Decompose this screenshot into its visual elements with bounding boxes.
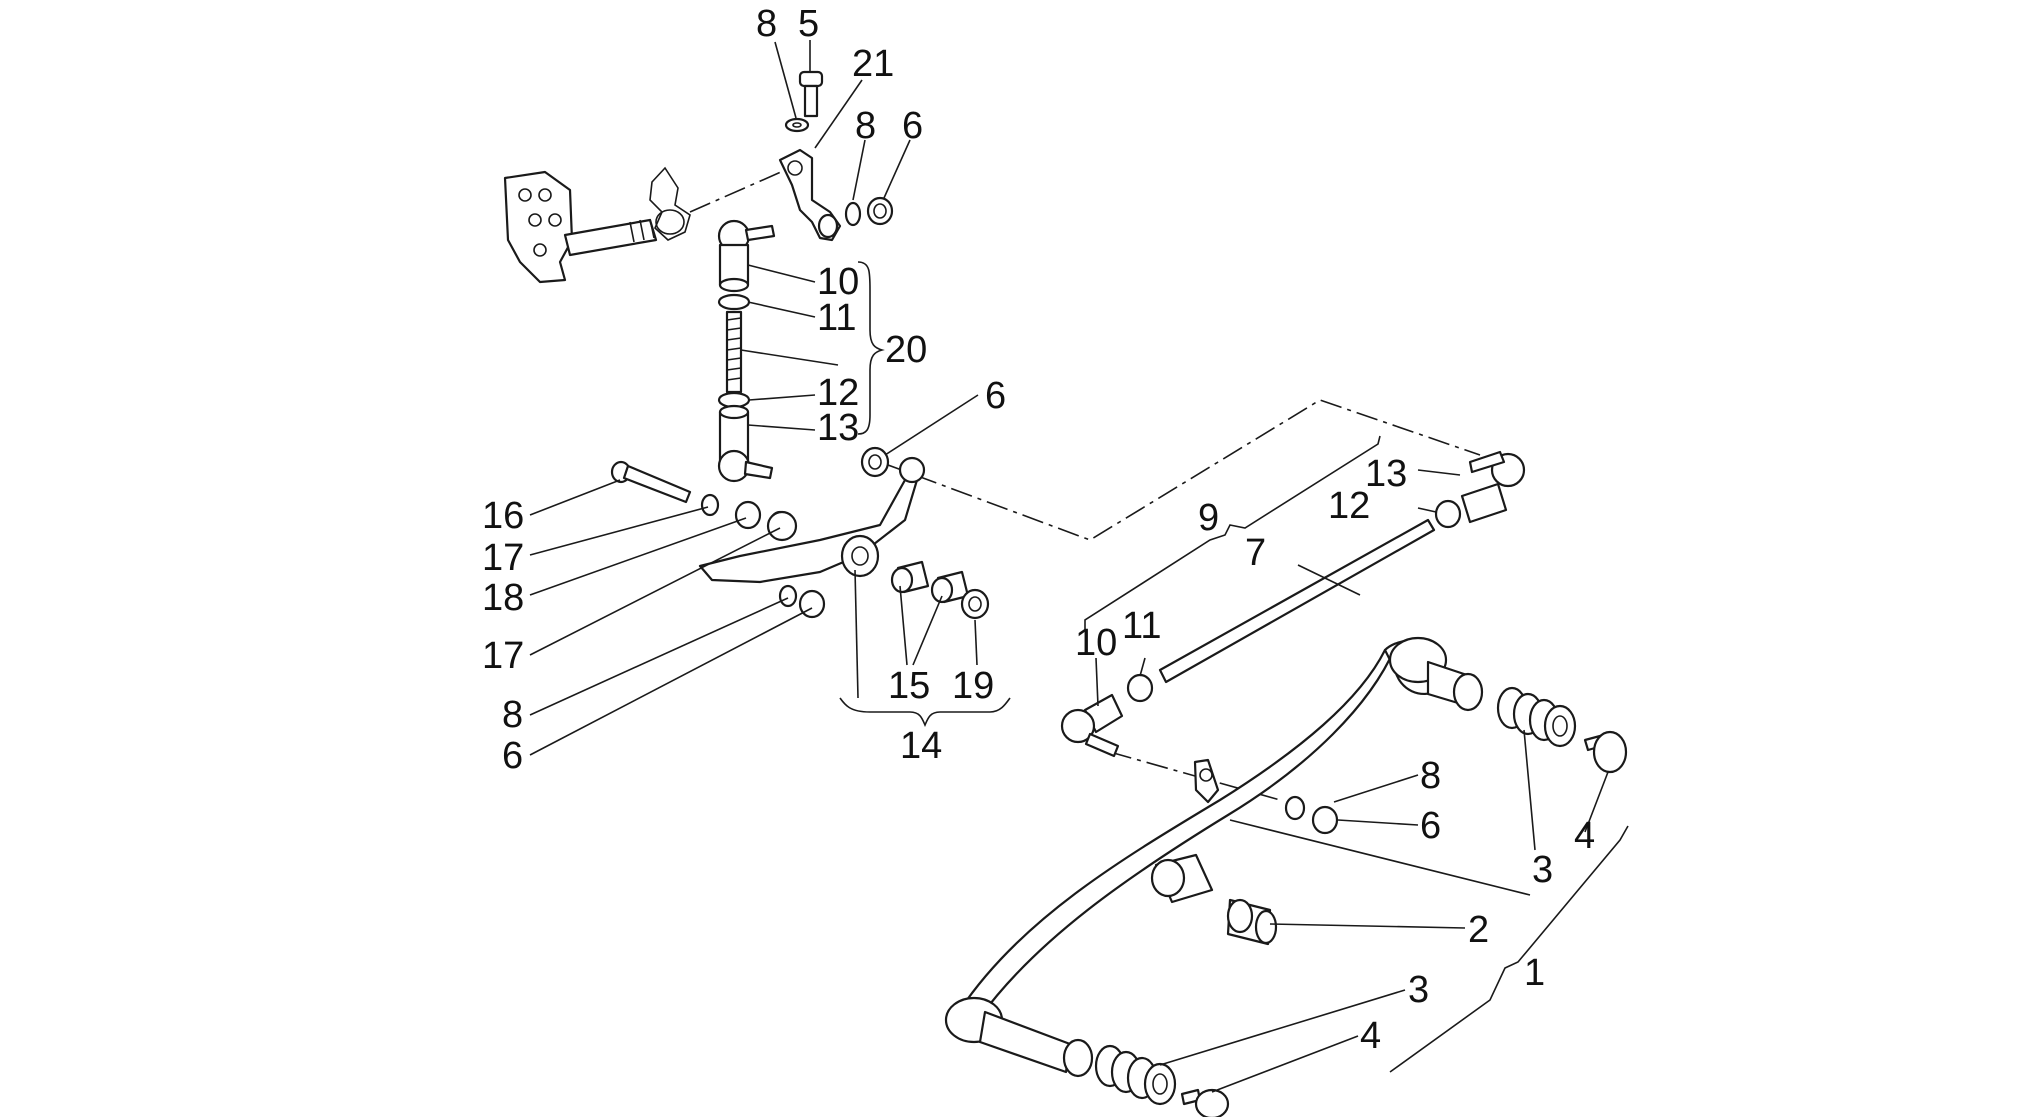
assembly-lines [689, 167, 1481, 801]
threaded-rod [725, 310, 743, 394]
pedal-rubber-upper [1496, 686, 1577, 748]
pedal-nut-washer [1284, 795, 1339, 835]
callout-3-bottom: 3 [1408, 969, 1429, 1011]
right-locknut-upper [1434, 499, 1462, 529]
right-locknut-lower [1126, 673, 1154, 703]
right-ball-joint-upper [1460, 450, 1526, 524]
callout-8-right: 8 [1420, 755, 1441, 797]
callout-17-b: 17 [482, 635, 524, 677]
rocker-bushings [890, 560, 970, 604]
gearbox-shaft-assembly [503, 170, 658, 284]
callout-16: 16 [482, 495, 524, 537]
callout-8-left: 8 [502, 694, 523, 736]
leader-lines [529, 40, 1629, 1093]
foot-lever [944, 636, 1484, 1078]
rocker-lever [698, 456, 926, 584]
upper-ball-joint [717, 219, 776, 293]
return-spring [649, 166, 691, 241]
callout-6-right: 6 [1420, 805, 1441, 847]
callout-4-bottom: 4 [1360, 1015, 1381, 1057]
upper-nut-washer [844, 196, 894, 227]
callout-14: 14 [900, 725, 942, 767]
callout-19: 19 [952, 665, 994, 707]
washer [784, 117, 810, 133]
callout-8-nut: 8 [855, 105, 876, 147]
shift-rod [1158, 518, 1436, 684]
callout-11-right: 11 [1122, 605, 1161, 647]
callout-12-right: 12 [1328, 485, 1370, 527]
pedal-cap-upper [1583, 730, 1628, 774]
pedal-rubber-lower [1094, 1044, 1177, 1106]
callout-13-top: 13 [817, 407, 859, 449]
callout-9: 9 [1198, 497, 1219, 539]
callout-17-a: 17 [482, 537, 524, 579]
callout-20: 20 [885, 329, 927, 371]
upper-lever [778, 148, 842, 242]
callout-2: 2 [1468, 909, 1489, 951]
callout-21: 21 [852, 43, 894, 85]
callout-12-top: 12 [817, 372, 859, 414]
right-ball-joint-lower [1060, 693, 1124, 758]
rocker-end-nut [960, 588, 990, 620]
callout-6-nut: 6 [902, 105, 923, 147]
callout-10-right: 10 [1075, 622, 1117, 664]
lower-ball-joint [717, 404, 774, 483]
pedal-pivot-bush [1150, 853, 1278, 946]
callout-7: 7 [1245, 532, 1266, 574]
callout-4-top: 4 [1574, 815, 1595, 857]
callout-1: 1 [1524, 952, 1545, 994]
callout-11-top: 11 [817, 297, 856, 339]
callout-8-top: 8 [756, 3, 777, 45]
upper-locknut [717, 293, 751, 311]
pedal-cap-lower [1180, 1088, 1230, 1117]
callout-3-top: 3 [1532, 849, 1553, 891]
callout-18: 18 [482, 577, 524, 619]
callout-6-mid: 6 [985, 375, 1006, 417]
callout-10-top: 10 [817, 261, 859, 303]
callout-6-left: 6 [502, 735, 523, 777]
callout-15: 15 [888, 665, 930, 707]
callout-13-right: 13 [1365, 453, 1407, 495]
pivot-washers [700, 493, 798, 542]
pivot-bolt [610, 460, 692, 504]
mid-nut [860, 446, 890, 478]
bolt [798, 70, 824, 118]
callout-5: 5 [798, 3, 819, 45]
callout-labels: 8 5 21 8 6 10 11 20 12 13 6 16 17 18 17 … [482, 3, 1595, 1057]
